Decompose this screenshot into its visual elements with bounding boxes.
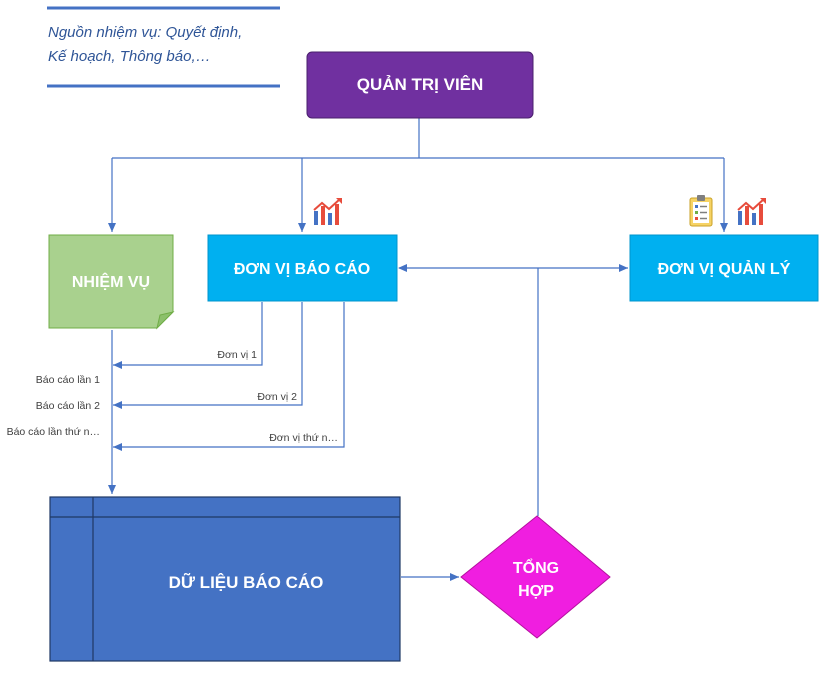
connectors (108, 118, 728, 581)
aggregate-diamond (460, 515, 611, 639)
report-data-box (49, 496, 401, 662)
source-note: Nguồn nhiệm vụ: Quyết định, Kế hoạch, Th… (48, 21, 288, 69)
aggregate-node: TỔNG HỢP (460, 515, 611, 639)
reporting-unit-node: ĐƠN VỊ BÁO CÁO (207, 234, 398, 302)
managing-unit-node: ĐƠN VỊ QUẢN LÝ (629, 234, 819, 302)
managing-unit-box (629, 234, 819, 302)
chart-icon (737, 198, 766, 225)
label-unit-1: Đơn vị 1 (217, 349, 257, 361)
arrow-unit1-report1 (113, 302, 263, 369)
report-data-label: DỮ LIỆU BÁO CÁO (169, 572, 324, 592)
admin-node: QUẢN TRỊ VIÊN (306, 51, 534, 119)
aggregate-label-line2: HỢP (518, 583, 554, 600)
reporting-unit-label: ĐƠN VỊ BÁO CÁO (234, 259, 370, 278)
task-node: NHIỆM VỤ (48, 234, 175, 330)
task-fold (156, 311, 175, 330)
label-report-1: Báo cáo lần 1 (36, 374, 100, 386)
clipboard-checklist-icon (689, 195, 713, 227)
label-unit-n: Đơn vị thứ n… (269, 432, 338, 444)
admin-box (306, 51, 534, 119)
reporting-unit-box (207, 234, 398, 302)
chart-icon (313, 198, 342, 225)
label-unit-2: Đơn vị 2 (257, 391, 297, 403)
label-report-n: Báo cáo lần thứ n… (7, 426, 100, 438)
admin-label: QUẢN TRỊ VIÊN (357, 75, 484, 94)
managing-unit-label: ĐƠN VỊ QUẢN LÝ (658, 259, 791, 278)
label-report-2: Báo cáo lần 2 (36, 400, 100, 412)
source-note-line-1: Nguồn nhiệm vụ: Quyết định, (48, 24, 243, 41)
arrow-unitn-reportn (113, 302, 345, 451)
arrow-unit2-report2 (113, 302, 303, 409)
report-data-node: DỮ LIỆU BÁO CÁO (49, 496, 401, 662)
source-note-line-2: Kế hoạch, Thông báo,… (48, 48, 211, 65)
task-label: NHIỆM VỤ (72, 272, 150, 291)
aggregate-label-line1: TỔNG (513, 558, 559, 577)
